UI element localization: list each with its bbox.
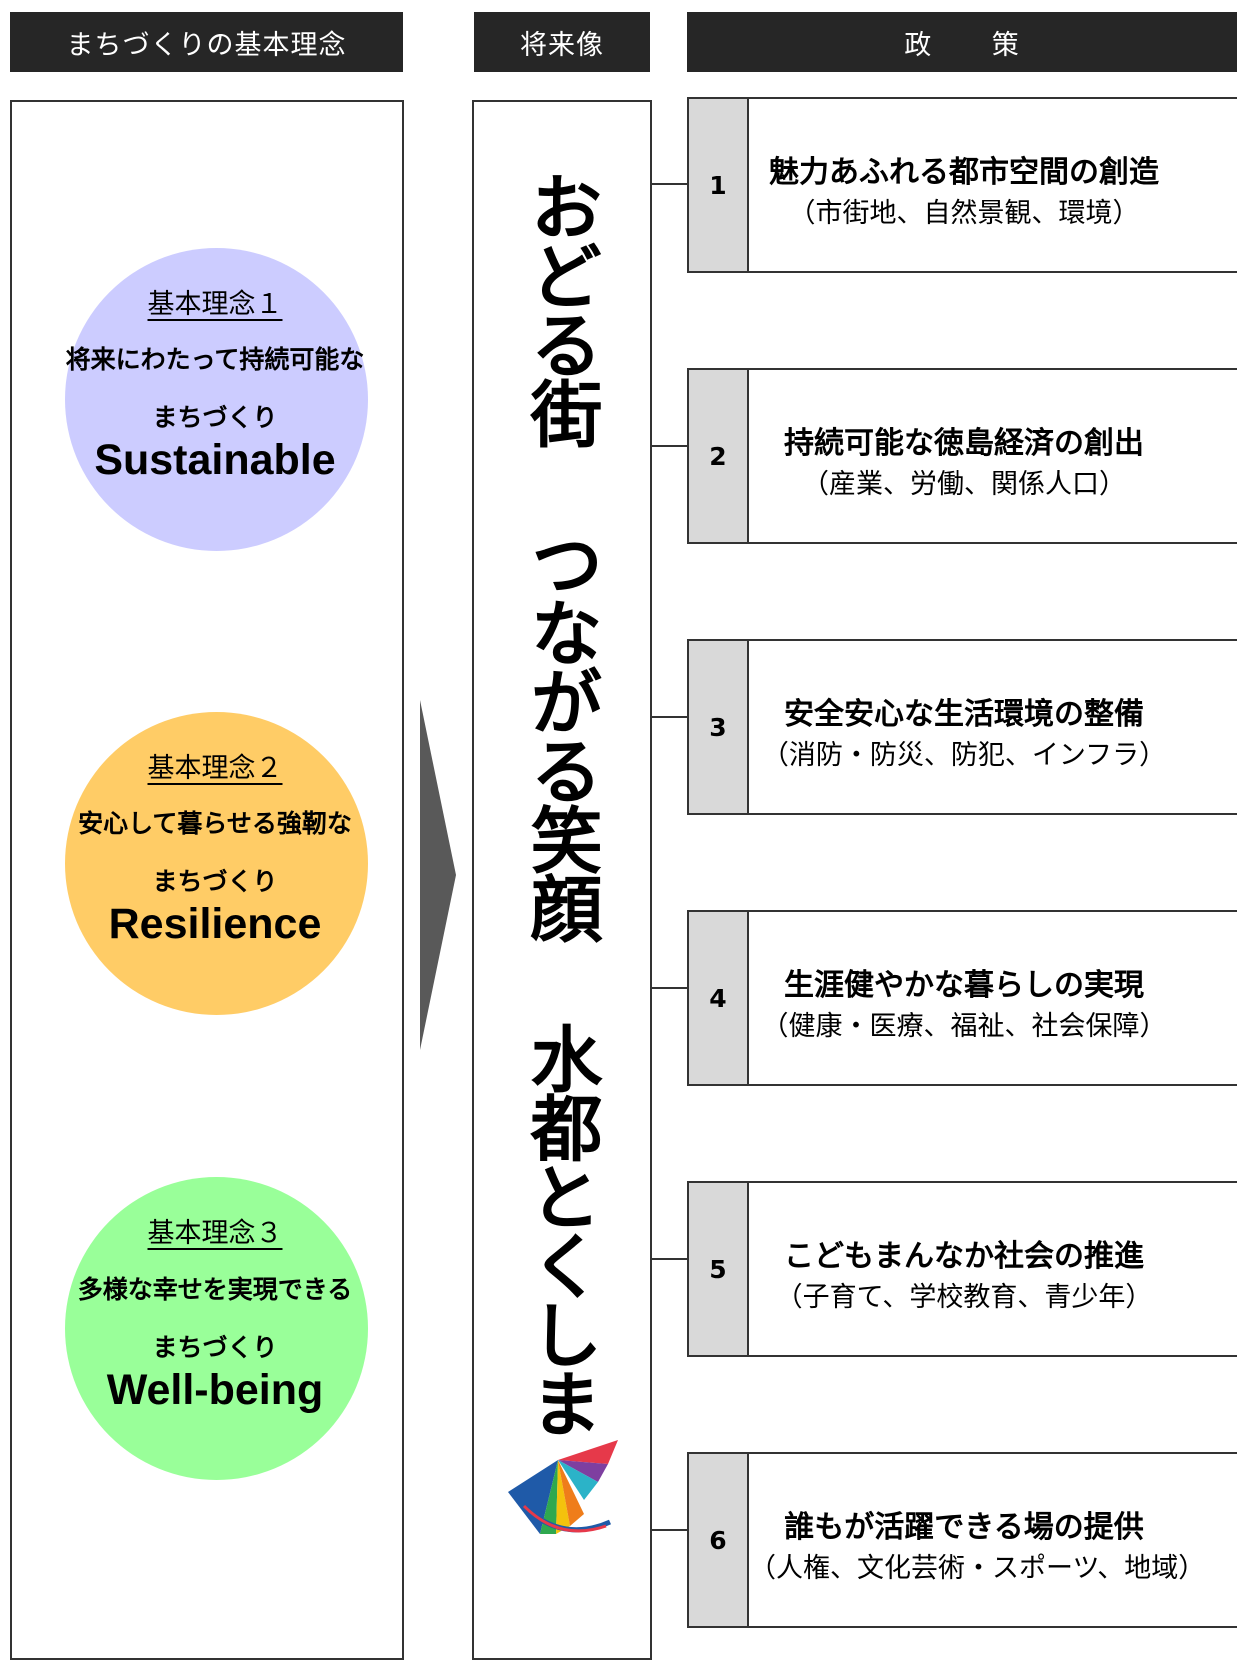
policy-number: 2 xyxy=(687,368,749,544)
policy-item-6: 6 誰もが活躍できる場の提供 （人権、文化芸術・スポーツ、地域） xyxy=(687,1452,1237,1630)
principle-3-line2: まちづくり xyxy=(152,1333,278,1362)
chevron-right-icon xyxy=(420,700,456,1050)
connector-line xyxy=(652,183,689,185)
policy-number: 3 xyxy=(687,639,749,815)
policy-item-5: 5 こどもまんなか社会の推進 （子育て、学校教育、青少年） xyxy=(687,1181,1237,1359)
policy-subtitle: （市街地、自然景観、環境） xyxy=(788,198,1140,229)
policy-body: 生涯健やかな暮らしの実現 （健康・医療、福祉、社会保障） xyxy=(747,910,1237,1086)
policy-title: 生涯健やかな暮らしの実現 xyxy=(784,968,1144,1003)
principles-header-label: まちづくりの基本理念 xyxy=(66,29,347,61)
principle-2-english: Resilience xyxy=(108,900,322,948)
policy-title: 魅力あふれる都市空間の創造 xyxy=(769,155,1159,190)
principle-3-english: Well-being xyxy=(106,1366,324,1414)
policy-number: 4 xyxy=(687,910,749,1086)
connector-line xyxy=(652,445,689,447)
policy-number: 5 xyxy=(687,1181,749,1357)
policy-body: 持続可能な徳島経済の創出 （産業、労働、関係人口） xyxy=(747,368,1237,544)
principle-1-title: 基本理念１ xyxy=(147,289,283,320)
principle-3-title: 基本理念３ xyxy=(147,1218,283,1249)
principle-3-circle xyxy=(65,1177,368,1480)
policy-title: 持続可能な徳島経済の創出 xyxy=(784,426,1144,461)
policy-body: 魅力あふれる都市空間の創造 （市街地、自然景観、環境） xyxy=(747,97,1237,273)
policy-item-3: 3 安全安心な生活環境の整備 （消防・防災、防犯、インフラ） xyxy=(687,639,1237,817)
city-logo-icon xyxy=(508,1440,618,1534)
policy-item-1: 1 魅力あふれる都市空間の創造 （市街地、自然景観、環境） xyxy=(687,97,1237,275)
connector-line xyxy=(652,716,689,718)
connector-line xyxy=(652,987,689,989)
policy-body: 安全安心な生活環境の整備 （消防・防災、防犯、インフラ） xyxy=(747,639,1237,815)
principle-2-title: 基本理念２ xyxy=(147,753,283,784)
policy-item-2: 2 持続可能な徳島経済の創出 （産業、労働、関係人口） xyxy=(687,368,1237,546)
policy-title: こどもまんなか社会の推進 xyxy=(784,1239,1144,1274)
policy-title: 誰もが活躍できる場の提供 xyxy=(784,1510,1144,1545)
policy-subtitle: （人権、文化芸術・スポーツ、地域） xyxy=(749,1553,1206,1584)
policy-number: 6 xyxy=(687,1452,749,1628)
principles-header: まちづくりの基本理念 xyxy=(10,12,403,72)
policy-header-label: 政 策 xyxy=(904,29,1020,61)
policy-header: 政 策 xyxy=(687,12,1237,72)
principle-2-line2: まちづくり xyxy=(152,867,278,896)
principle-3-line1: 多様な幸せを実現できる xyxy=(77,1275,353,1304)
principle-2-circle xyxy=(65,712,368,1015)
vision-panel xyxy=(472,100,652,1660)
policy-subtitle: （健康・医療、福祉、社会保障） xyxy=(761,1011,1167,1042)
principle-1-line1: 将来にわたって持続可能な xyxy=(65,345,365,374)
connector-line xyxy=(652,1258,689,1260)
policy-item-4: 4 生涯健やかな暮らしの実現 （健康・医療、福祉、社会保障） xyxy=(687,910,1237,1088)
principle-1-english: Sustainable xyxy=(94,436,336,484)
connector-line xyxy=(652,1529,689,1531)
principle-1-circle xyxy=(65,248,368,551)
vision-header-label: 将来像 xyxy=(520,29,604,61)
policy-title: 安全安心な生活環境の整備 xyxy=(784,697,1144,732)
policy-body: 誰もが活躍できる場の提供 （人権、文化芸術・スポーツ、地域） xyxy=(747,1452,1237,1628)
vision-header: 将来像 xyxy=(474,12,650,72)
policy-subtitle: （消防・防災、防犯、インフラ） xyxy=(761,740,1167,771)
policy-body: こどもまんなか社会の推進 （子育て、学校教育、青少年） xyxy=(747,1181,1237,1357)
vision-statement: おどる街 つながる笑顔 水都とくしま xyxy=(518,170,602,1436)
policy-number: 1 xyxy=(687,97,749,273)
policy-subtitle: （産業、労働、関係人口） xyxy=(802,469,1126,500)
principle-2-line1: 安心して暮らせる強靭な xyxy=(78,809,352,838)
policy-subtitle: （子育て、学校教育、青少年） xyxy=(775,1282,1153,1313)
principle-1-line2: まちづくり xyxy=(152,403,278,432)
